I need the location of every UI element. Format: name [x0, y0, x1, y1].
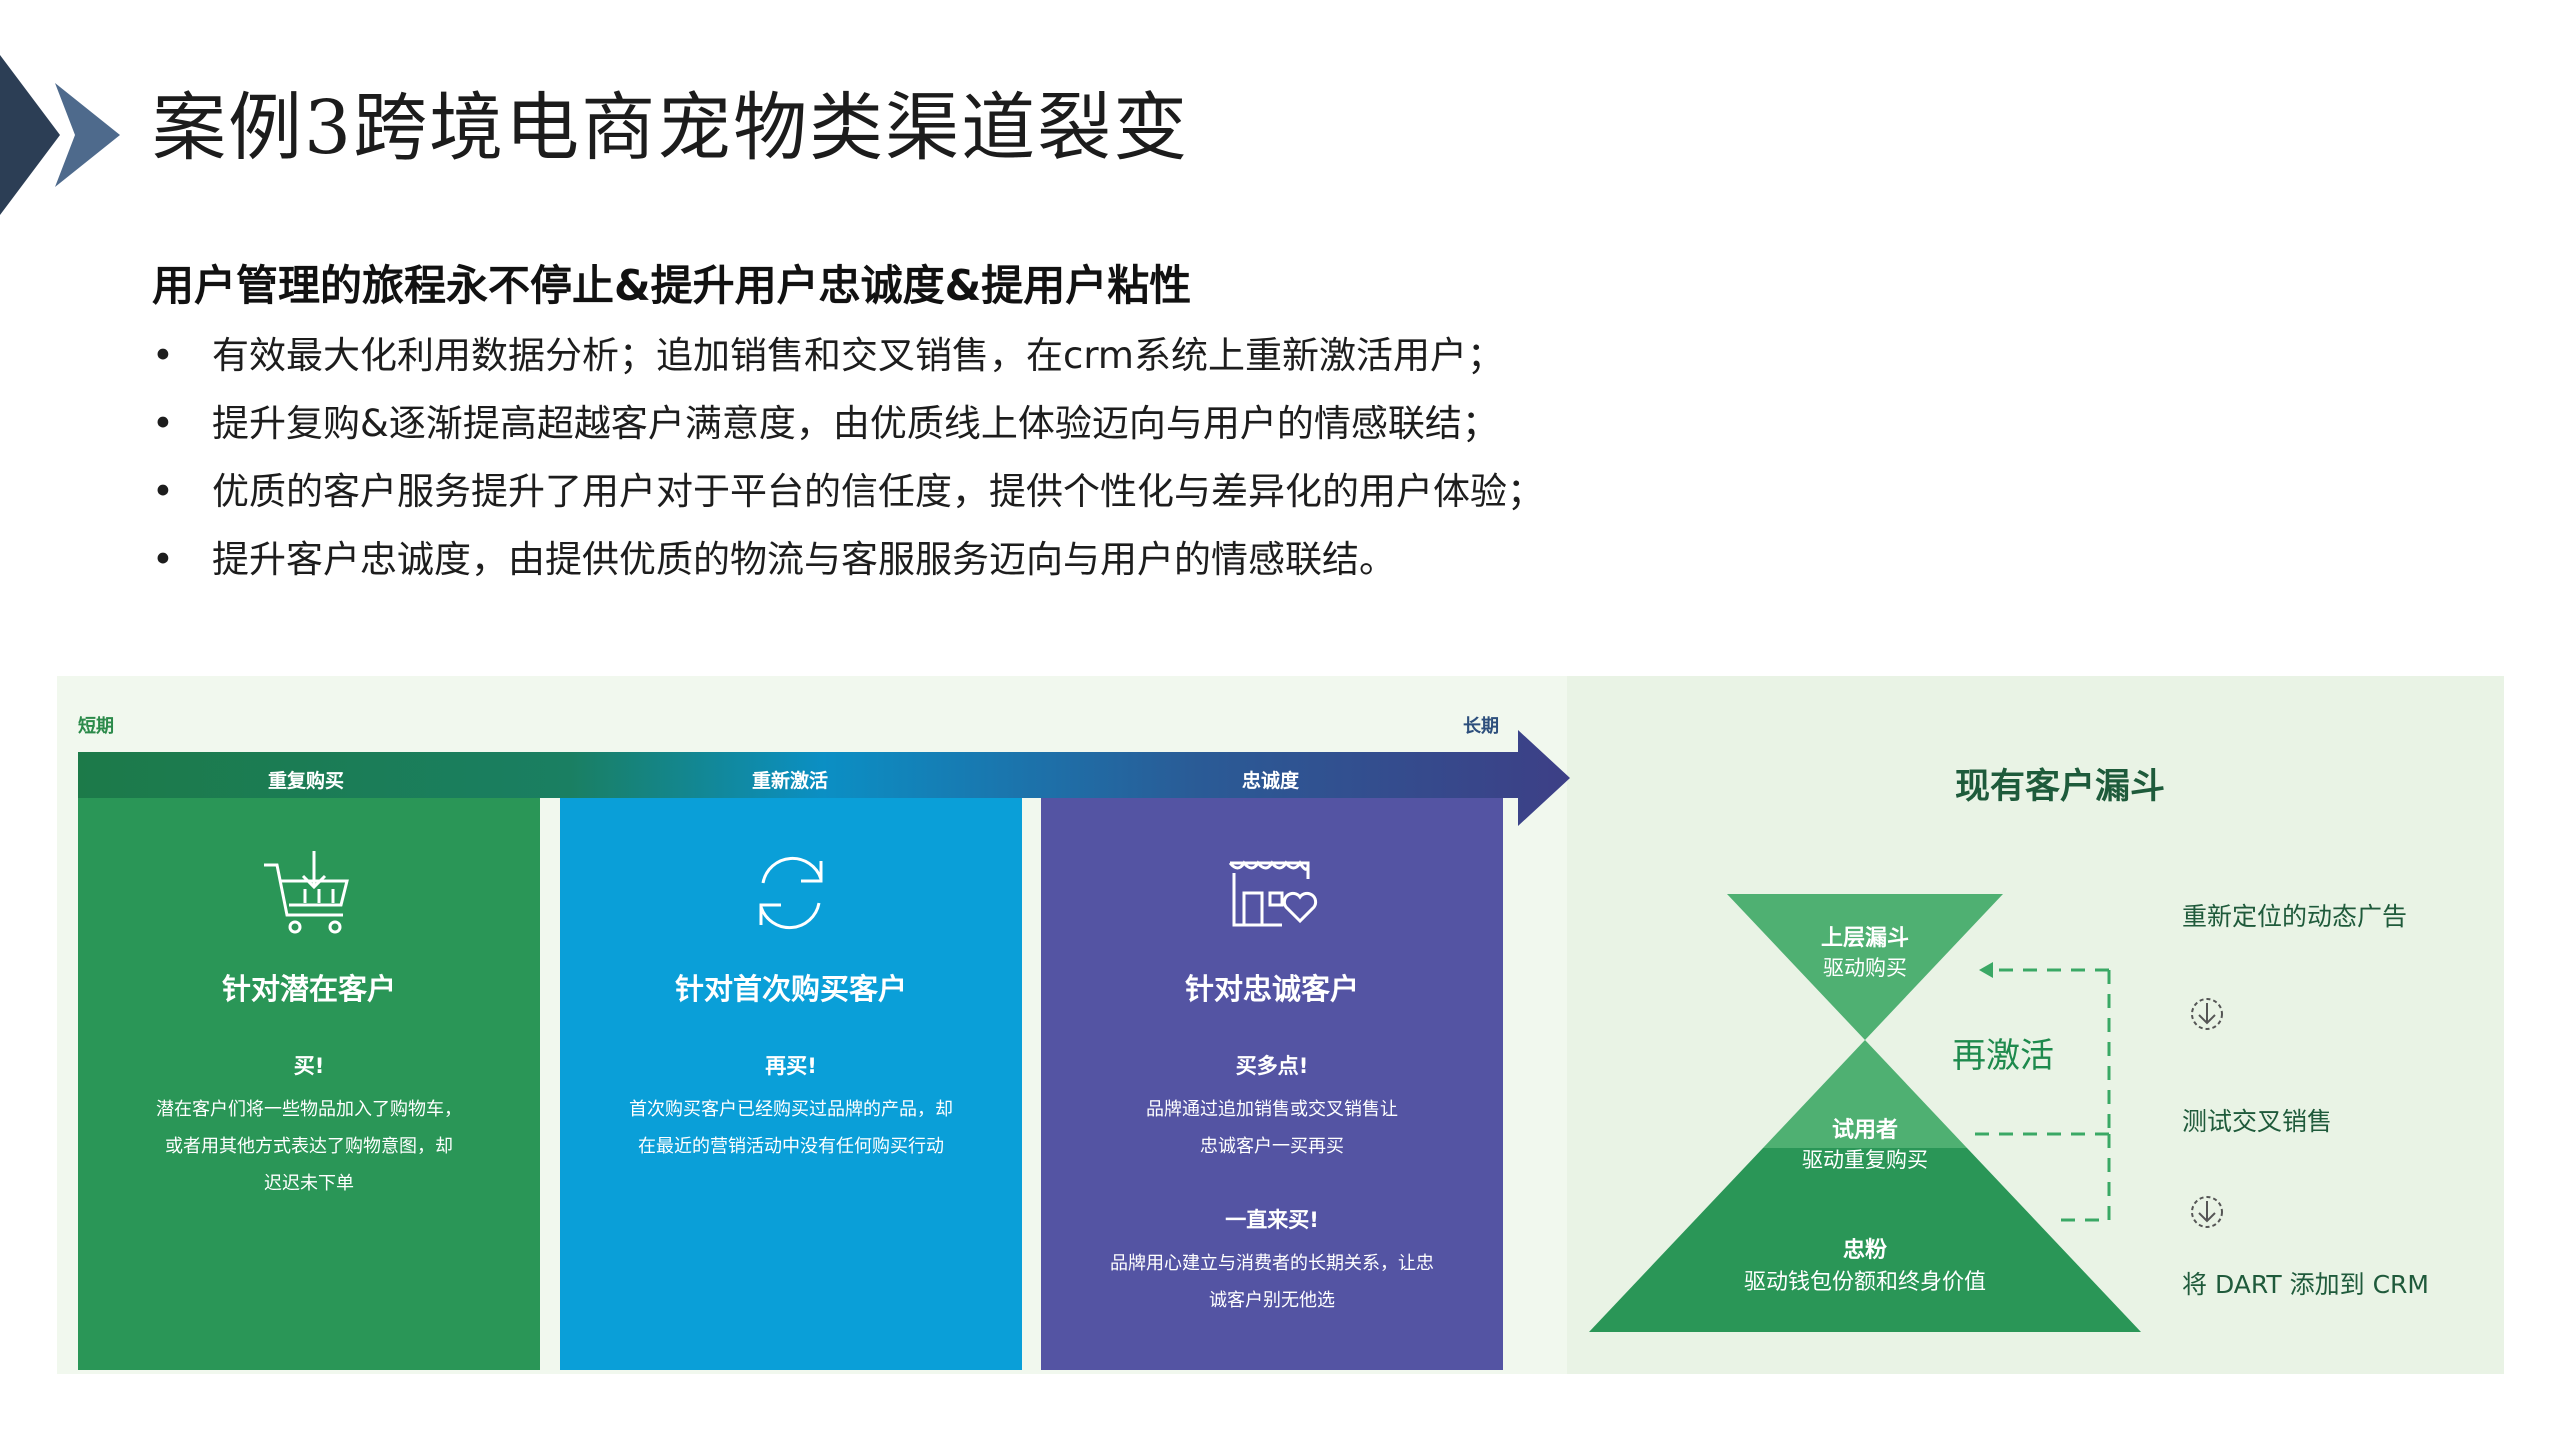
funnel-bottom-segment: [1589, 1148, 2141, 1332]
timeline-arrow: [78, 730, 1570, 826]
short-term-label: 短期: [78, 716, 114, 737]
bullet-dot: •: [152, 470, 174, 513]
stage-label-reactivate: 重新激活: [752, 770, 829, 792]
funnel-top-label: 上层漏斗 驱动购买: [1820, 926, 1909, 980]
bullet-dot: •: [152, 538, 174, 581]
card-heading: 买多点!: [1235, 1054, 1309, 1078]
bullet-item: •提升客户忠诚度，由提供优质的物流与客服服务迈向与用户的情感联结。: [152, 526, 1544, 594]
funnel-bottom-label: 忠粉 驱动钱包份额和终身价值: [1743, 1238, 1986, 1295]
card-title: 针对潜在客户: [221, 972, 396, 1006]
card-title: 针对首次购买客户: [674, 972, 907, 1006]
header-chevron-icon: [0, 55, 120, 215]
customer-funnel-diagram: [1589, 894, 2141, 1332]
funnel-top-segment: [1727, 894, 2003, 1040]
stage-label-loyalty: 忠诚度: [1242, 770, 1300, 792]
right-item-dynamic-ads: 重新定位的动态广告: [2182, 902, 2408, 931]
arrow-down-circle-icon: [2191, 1196, 2223, 1228]
shopping-cart-icon: [264, 851, 349, 934]
right-item-add-dart-crm: 将 DART 添加到 CRM: [2182, 1270, 2429, 1299]
card-title: 针对忠诚客户: [1184, 972, 1359, 1006]
refresh-icon: [759, 856, 823, 930]
card-first-time-buyers: 针对首次购买客户 再买! 首次购买客户已经购买过品牌的产品，却 在最近的营销活动…: [560, 798, 1022, 1370]
card-loyal-customers: 针对忠诚客户 买多点! 品牌通过追加销售或交叉销售让 忠诚客户一买再买 一直来买…: [1041, 798, 1503, 1370]
page-subtitle: 用户管理的旅程永不停止&提升用户忠诚度&提用户粘性: [152, 261, 1192, 310]
card-potential-customers: 针对潜在客户 买! 潜在客户们将一些物品加入了购物车， 或者用其他方式表达了购物…: [78, 798, 540, 1370]
reactivate-label: 再激活: [1952, 1036, 2054, 1076]
right-item-cross-sell: 测试交叉销售: [2182, 1107, 2333, 1136]
page-title: 案例3跨境电商宠物类渠道裂变: [152, 85, 1190, 171]
bullet-item: •有效最大化利用数据分析；追加销售和交叉销售，在crm系统上重新激活用户；: [152, 322, 1544, 390]
bullet-item: •提升复购&逐渐提高超越客户满意度，由优质线上体验迈向与用户的情感联结；: [152, 390, 1544, 458]
stage-label-repurchase: 重复购买: [268, 770, 345, 792]
storefront-heart-icon: [1228, 860, 1318, 927]
arrow-down-circle-icon: [2191, 998, 2223, 1030]
card-heading: 买!: [293, 1054, 325, 1078]
card-heading-secondary: 一直来买!: [1225, 1208, 1319, 1232]
card-heading: 再买!: [765, 1054, 817, 1078]
bullet-list: •有效最大化利用数据分析；追加销售和交叉销售，在crm系统上重新激活用户； •提…: [152, 322, 1544, 594]
funnel-middle-segment: [1763, 1040, 1967, 1148]
bullet-dot: •: [152, 402, 174, 445]
card-description-secondary: 品牌用心建立与消费者的长期关系，让忠 诚客户别无他选: [1110, 1253, 1434, 1311]
card-description: 潜在客户们将一些物品加入了购物车， 或者用其他方式表达了购物意图，却 迟迟未下单: [156, 1099, 462, 1194]
long-term-label: 长期: [1463, 716, 1499, 737]
funnel-title: 现有客户漏斗: [1955, 767, 2166, 807]
bullet-dot: •: [152, 334, 174, 377]
bullet-item: •优质的客户服务提升了用户对于平台的信任度，提供个性化与差异化的用户体验；: [152, 458, 1544, 526]
card-description: 品牌通过追加销售或交叉销售让 忠诚客户一买再买: [1146, 1099, 1398, 1157]
funnel-middle-label: 试用者 驱动重复购买: [1802, 1118, 1928, 1172]
card-description: 首次购买客户已经购买过品牌的产品，却 在最近的营销活动中没有任何购买行动: [629, 1099, 953, 1157]
